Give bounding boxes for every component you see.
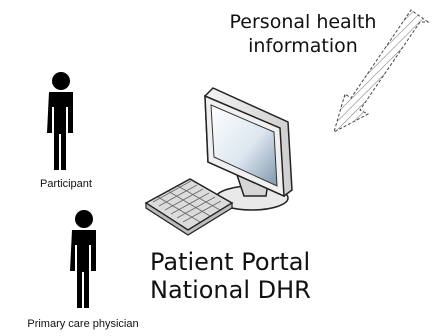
physician-person-icon <box>70 210 96 308</box>
arrow-label: Personal health information <box>218 10 388 58</box>
participant-label: Participant <box>40 178 92 190</box>
hatched-arrow-icon <box>333 9 430 133</box>
arrow-label-line2: information <box>248 35 358 57</box>
keyboard-icon <box>144 178 234 236</box>
system-label-line1: Patient Portal <box>150 248 311 276</box>
arrow-label-line1: Personal health <box>229 11 377 33</box>
physician-label: Primary care physician <box>27 318 139 330</box>
system-label: Patient Portal National DHR <box>150 248 311 304</box>
system-label-line2: National DHR <box>150 276 311 304</box>
participant-person-icon <box>47 72 73 170</box>
computer-monitor-icon <box>204 87 293 211</box>
